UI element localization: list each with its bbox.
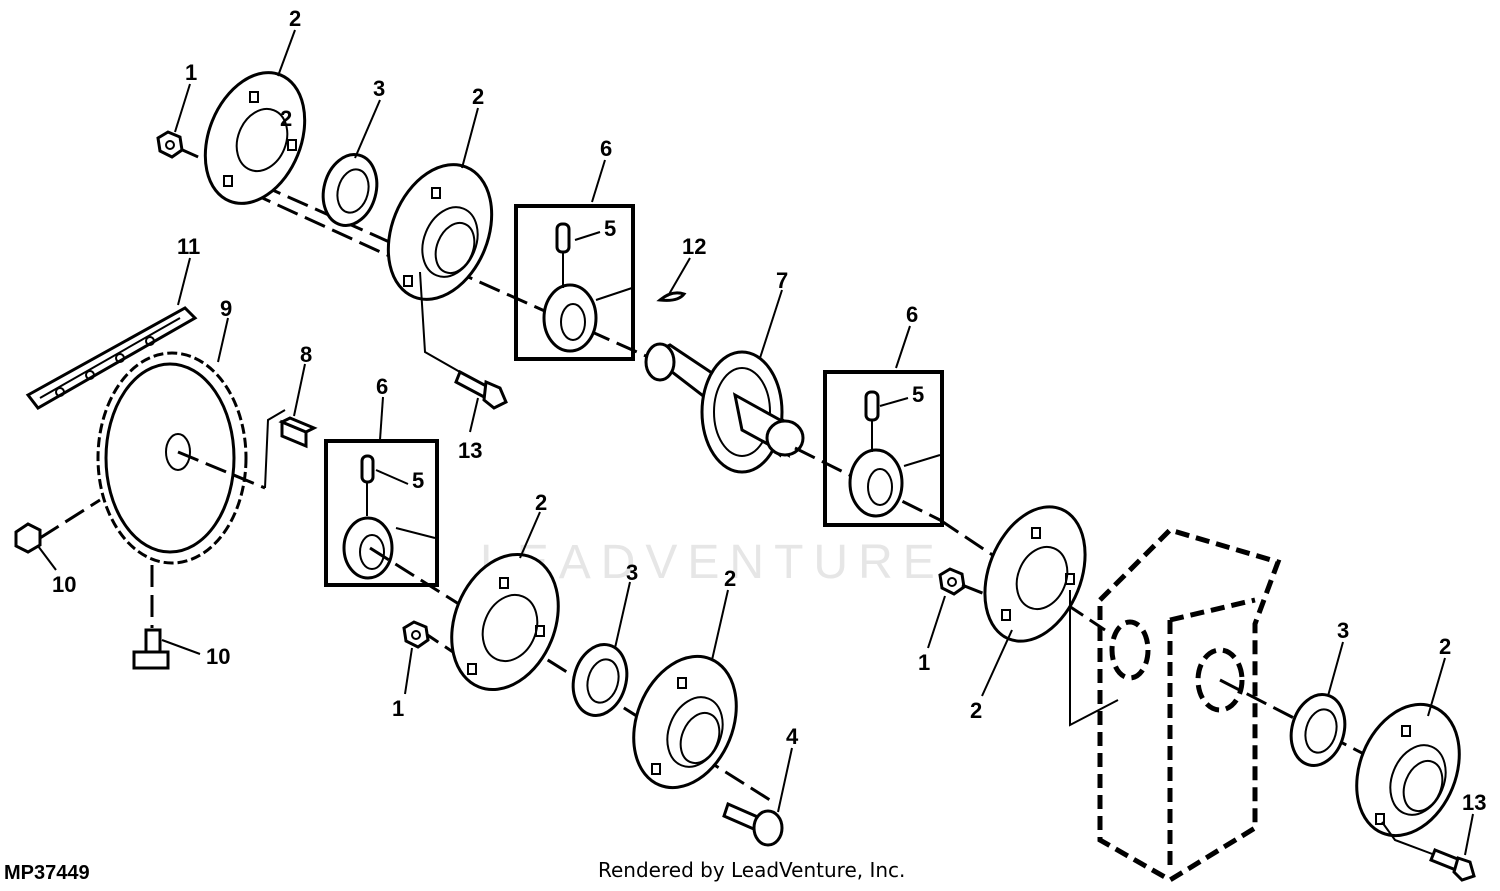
woodruff-key-icon — [656, 291, 687, 302]
callout-2: 2 — [535, 490, 547, 515]
bolt-icon — [132, 565, 170, 670]
bearing-icon — [1289, 693, 1347, 767]
nut-icon — [156, 130, 184, 159]
leader-lines — [37, 29, 1474, 856]
upper-shaft-group — [156, 71, 1106, 632]
callout-2: 2 — [724, 566, 736, 591]
chain-icon — [25, 306, 198, 410]
callout-5: 5 — [604, 216, 616, 241]
callout-13: 13 — [458, 438, 482, 463]
watermark: LEADVENTURE — [480, 536, 945, 589]
flange-bearing-icon — [386, 163, 494, 301]
callout-6: 6 — [600, 136, 612, 161]
callout-8: 8 — [300, 342, 312, 367]
callout-1: 1 — [185, 60, 197, 85]
set-collar-icon — [542, 222, 598, 353]
bolt-icon — [14, 498, 101, 554]
callout-10: 10 — [206, 644, 230, 669]
callout-5: 5 — [412, 468, 424, 493]
callout-5: 5 — [912, 382, 924, 407]
key-icon — [278, 416, 318, 449]
callout-4: 4 — [786, 724, 799, 749]
gearbox-icon — [1097, 527, 1282, 883]
set-collar-box — [823, 370, 944, 527]
carriage-bolt-icon — [722, 801, 784, 847]
callout-2: 2 — [970, 698, 982, 723]
callout-3: 3 — [1337, 618, 1349, 643]
credit-text: Rendered by LeadVenture, Inc. — [598, 858, 906, 882]
nut-icon — [938, 567, 966, 596]
callout-3: 3 — [373, 76, 385, 101]
callout-12: 12 — [682, 234, 706, 259]
callout-9: 9 — [220, 296, 232, 321]
callout-1: 1 — [392, 696, 404, 721]
sprocket-icon — [96, 351, 248, 565]
flange-bearing-icon — [1355, 702, 1461, 838]
callout-2: 2 — [472, 84, 484, 109]
flange-bearing-icon — [450, 552, 560, 692]
callout-2: 2 — [1439, 634, 1451, 659]
callout-2: 2 — [280, 106, 292, 131]
bearing-icon — [321, 153, 379, 227]
set-collar-icon — [342, 454, 394, 580]
flange-bearing-icon — [632, 654, 738, 790]
callout-7: 7 — [776, 268, 788, 293]
callout-11: 11 — [177, 234, 200, 259]
callout-10: 10 — [52, 572, 76, 597]
flange-bearing-icon — [983, 505, 1087, 643]
callout-6: 6 — [906, 302, 918, 327]
nut-icon — [402, 620, 430, 649]
callout-3: 3 — [626, 560, 638, 585]
callout-13: 13 — [1462, 790, 1486, 815]
bearing-icon — [571, 643, 629, 717]
set-collar-icon — [848, 390, 904, 518]
carriage-bolt-icon — [419, 271, 508, 410]
set-collar-box — [514, 204, 635, 361]
figure-code: MP37449 — [4, 862, 90, 884]
shaft-sprocket-icon — [644, 342, 805, 474]
carriage-bolt-icon — [1381, 821, 1476, 882]
callout-labels: 2 1 2 3 2 6 5 12 7 6 5 11 9 8 6 5 13 10 … — [52, 6, 1486, 815]
callout-2: 2 — [289, 6, 301, 31]
set-collar-box — [324, 439, 439, 587]
flange-bearing-icon — [203, 71, 307, 205]
callout-1: 1 — [918, 650, 930, 675]
callout-6: 6 — [376, 374, 388, 399]
